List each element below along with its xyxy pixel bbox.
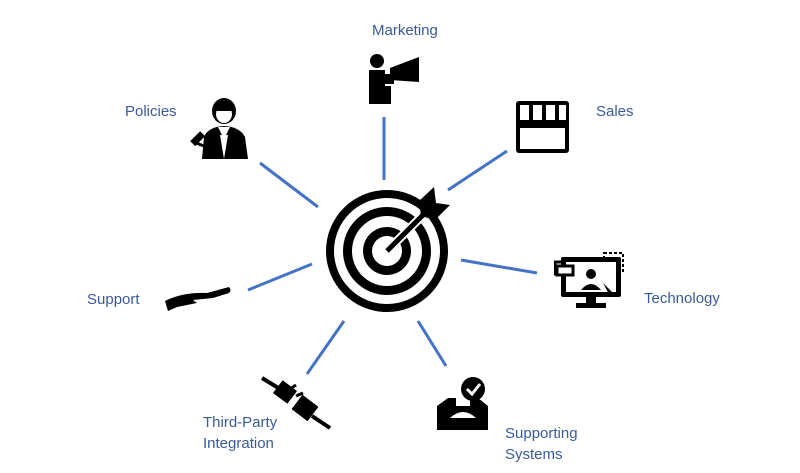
connector-technology [460,258,538,275]
label-third-party-line1: Third-Party [203,414,278,431]
plug-connection-icon [260,376,332,430]
connector-support [247,262,313,292]
label-third-party-line2: Integration [203,435,274,452]
open-hand-icon [165,287,231,311]
label-technology: Technology [644,290,720,307]
storefront-icon [516,101,569,153]
connector-third-party [305,320,346,375]
judge-gavel-icon [190,98,248,159]
label-sales: Sales [596,103,634,120]
connector-sales [447,149,508,192]
label-policies: Policies [125,103,177,120]
label-supporting-line1: Supporting [505,425,578,442]
megaphone-person-icon [369,54,419,104]
connector-supporting [416,320,448,367]
computer-desktop-icon [554,252,624,308]
target-arrow-icon [326,187,450,312]
connector-policies [259,161,319,209]
label-supporting-line2: Systems [505,446,563,463]
inbox-check-icon [437,377,488,430]
label-support: Support [87,291,140,308]
label-marketing: Marketing [372,22,438,39]
